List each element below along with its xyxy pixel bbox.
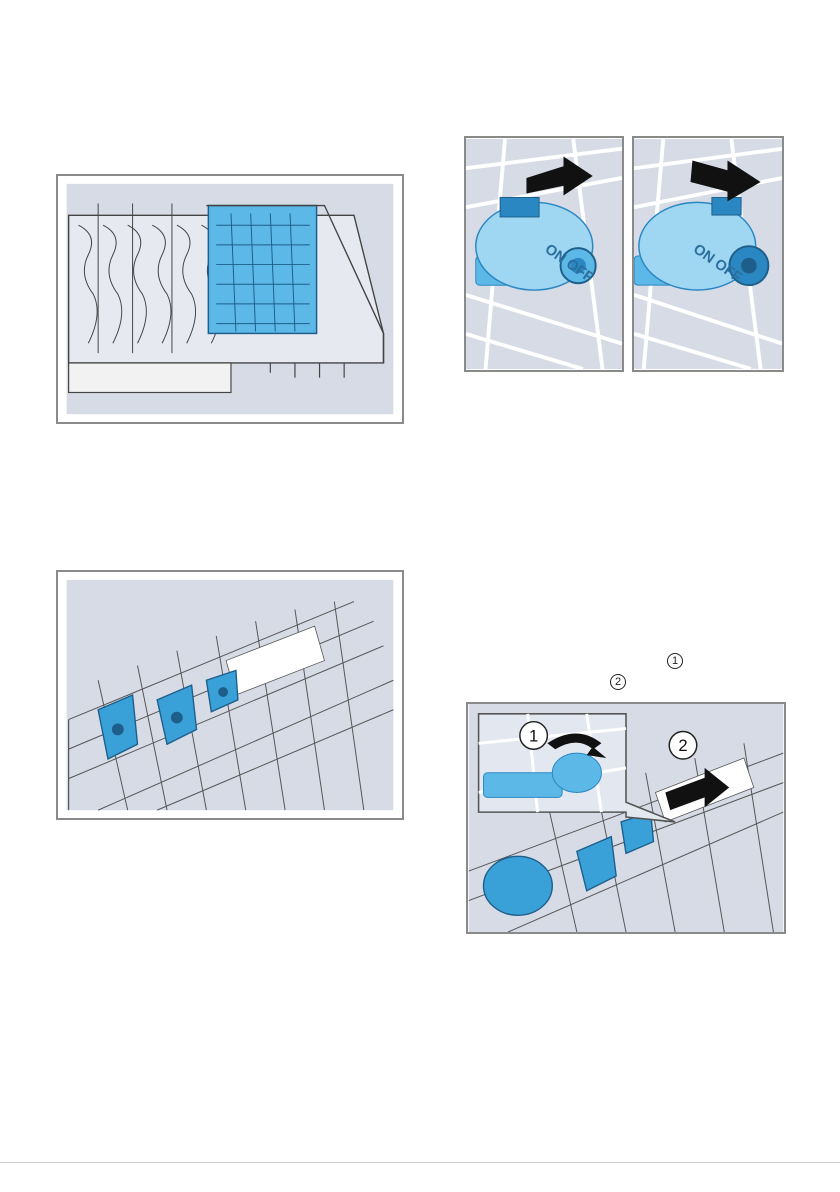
figure-switch-on: ON OFF — [464, 136, 624, 372]
switch-panel-illustration-left: ON OFF — [466, 138, 622, 370]
callout-ref-2: 2 — [610, 674, 626, 690]
figure-switch-off: ON OFF — [632, 136, 784, 372]
footer-rule — [0, 1162, 840, 1163]
callout-ref-1: 1 — [667, 653, 683, 669]
lower-basket-callouts-illustration: 1 2 — [468, 704, 784, 932]
figure-lower-basket — [56, 570, 404, 820]
lower-basket-illustration — [58, 572, 402, 818]
figure-cutlery-basket — [56, 174, 404, 424]
switch-panel-illustration-right: ON OFF — [634, 138, 782, 370]
callout-1: 1 — [529, 726, 538, 745]
callout-2: 2 — [678, 736, 687, 755]
cutlery-basket-illustration — [58, 176, 402, 422]
figure-lower-basket-callouts: 1 2 — [466, 702, 786, 934]
